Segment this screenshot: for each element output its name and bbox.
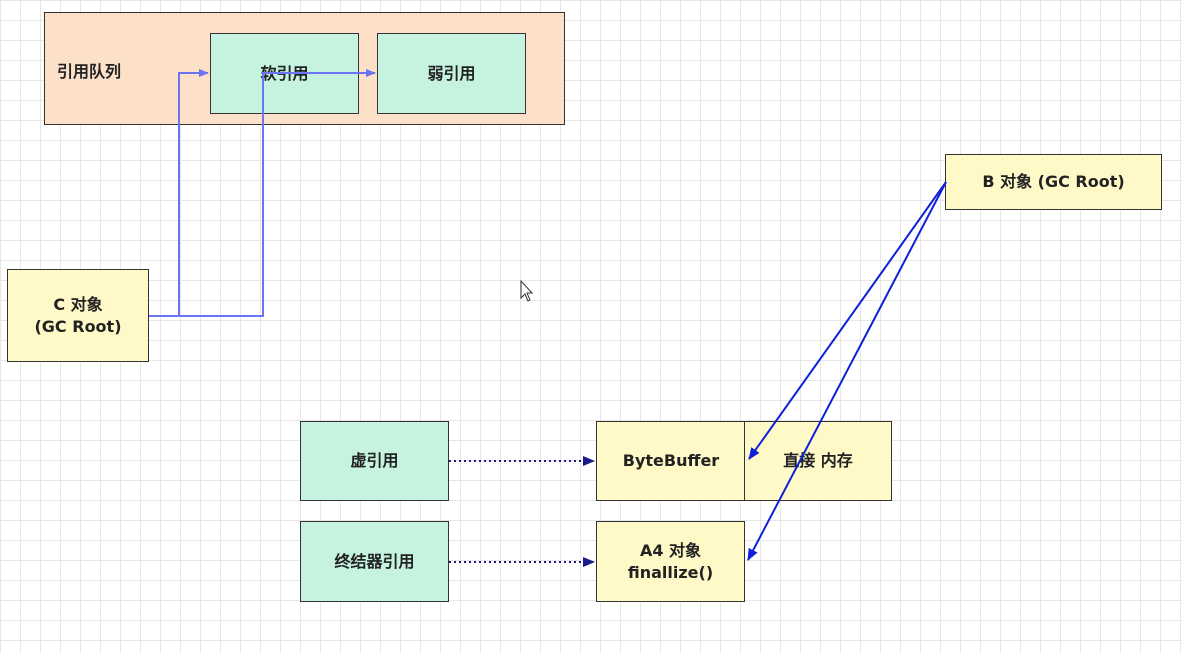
finalizer-reference-label: 终结器引用 — [334, 551, 415, 571]
a4-object-method-label: finallize() — [627, 562, 714, 582]
c-object-box: C 对象 (GC Root) — [7, 269, 149, 362]
c-object-label: C 对象 — [53, 294, 103, 314]
weak-reference-box: 弱引用 — [377, 33, 526, 114]
bytebuffer-label: ByteBuffer — [622, 451, 720, 471]
phantom-reference-box: 虚引用 — [300, 421, 449, 501]
b-to-a4-arrow — [747, 181, 947, 561]
soft-reference-box: 软引用 — [210, 33, 359, 114]
b-object-label: B 对象 (GC Root) — [982, 172, 1125, 192]
phantom-reference-label: 虚引用 — [350, 451, 399, 471]
reference-queue-label: 引用队列 — [57, 62, 122, 81]
b-to-bytebuffer-arrow — [748, 181, 947, 460]
direct-memory-box: 直接 内存 — [744, 421, 892, 501]
direct-memory-label: 直接 内存 — [783, 451, 853, 471]
finalizer-reference-box: 终结器引用 — [300, 521, 449, 602]
b-object-box: B 对象 (GC Root) — [945, 154, 1162, 210]
weak-reference-label: 弱引用 — [427, 63, 476, 83]
soft-reference-label: 软引用 — [260, 63, 309, 83]
bytebuffer-box: ByteBuffer — [596, 421, 746, 501]
a4-object-box: A4 对象 finallize() — [596, 521, 745, 602]
a4-object-label: A4 对象 — [639, 540, 702, 560]
c-object-gc-root-label: (GC Root) — [34, 316, 122, 336]
mouse-pointer-icon — [520, 280, 534, 302]
